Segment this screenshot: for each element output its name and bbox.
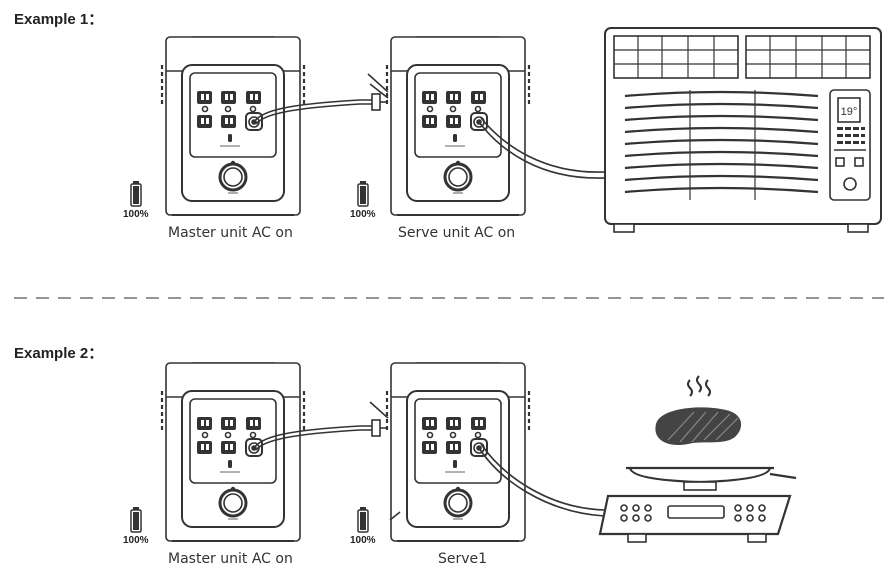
example2-serve-battery-icon	[357, 506, 369, 533]
example1-serve-battery-icon	[357, 180, 369, 207]
example2-master-caption: Master unit AC on	[168, 551, 293, 567]
ac-temperature-display: 19°	[841, 106, 858, 118]
steak-icon	[655, 407, 742, 446]
example1-master-battery-level: 100%	[123, 209, 149, 220]
example2-serve-caption: Serve1	[438, 551, 488, 567]
grill-icon	[598, 466, 797, 543]
example2-grill-power-cable	[478, 443, 605, 517]
example1-serve-caption: Serve unit AC on	[398, 225, 516, 241]
example2-serve-battery-level: 100%	[350, 535, 376, 546]
example2-master-battery-icon	[130, 506, 142, 533]
air-conditioner-icon	[604, 27, 882, 233]
example2-parallel-cable	[253, 401, 401, 521]
example2-serve-station-icon	[385, 361, 531, 543]
example2-heading: Example 2：	[14, 345, 104, 362]
example1-master-station-icon	[160, 35, 306, 217]
example1-master-battery-icon	[130, 180, 142, 207]
example1-parallel-cable	[253, 73, 389, 125]
example2-master-station-icon	[160, 361, 306, 543]
steam-icon	[687, 375, 711, 397]
example1-serve-station-icon	[385, 35, 531, 217]
example1-serve-battery-level: 100%	[350, 209, 376, 220]
example1-ac-power-cable	[478, 117, 605, 179]
example1-master-caption: Master unit AC on	[168, 225, 293, 241]
example2-master-battery-level: 100%	[123, 535, 149, 546]
example1-heading: Example 1：	[14, 11, 104, 28]
